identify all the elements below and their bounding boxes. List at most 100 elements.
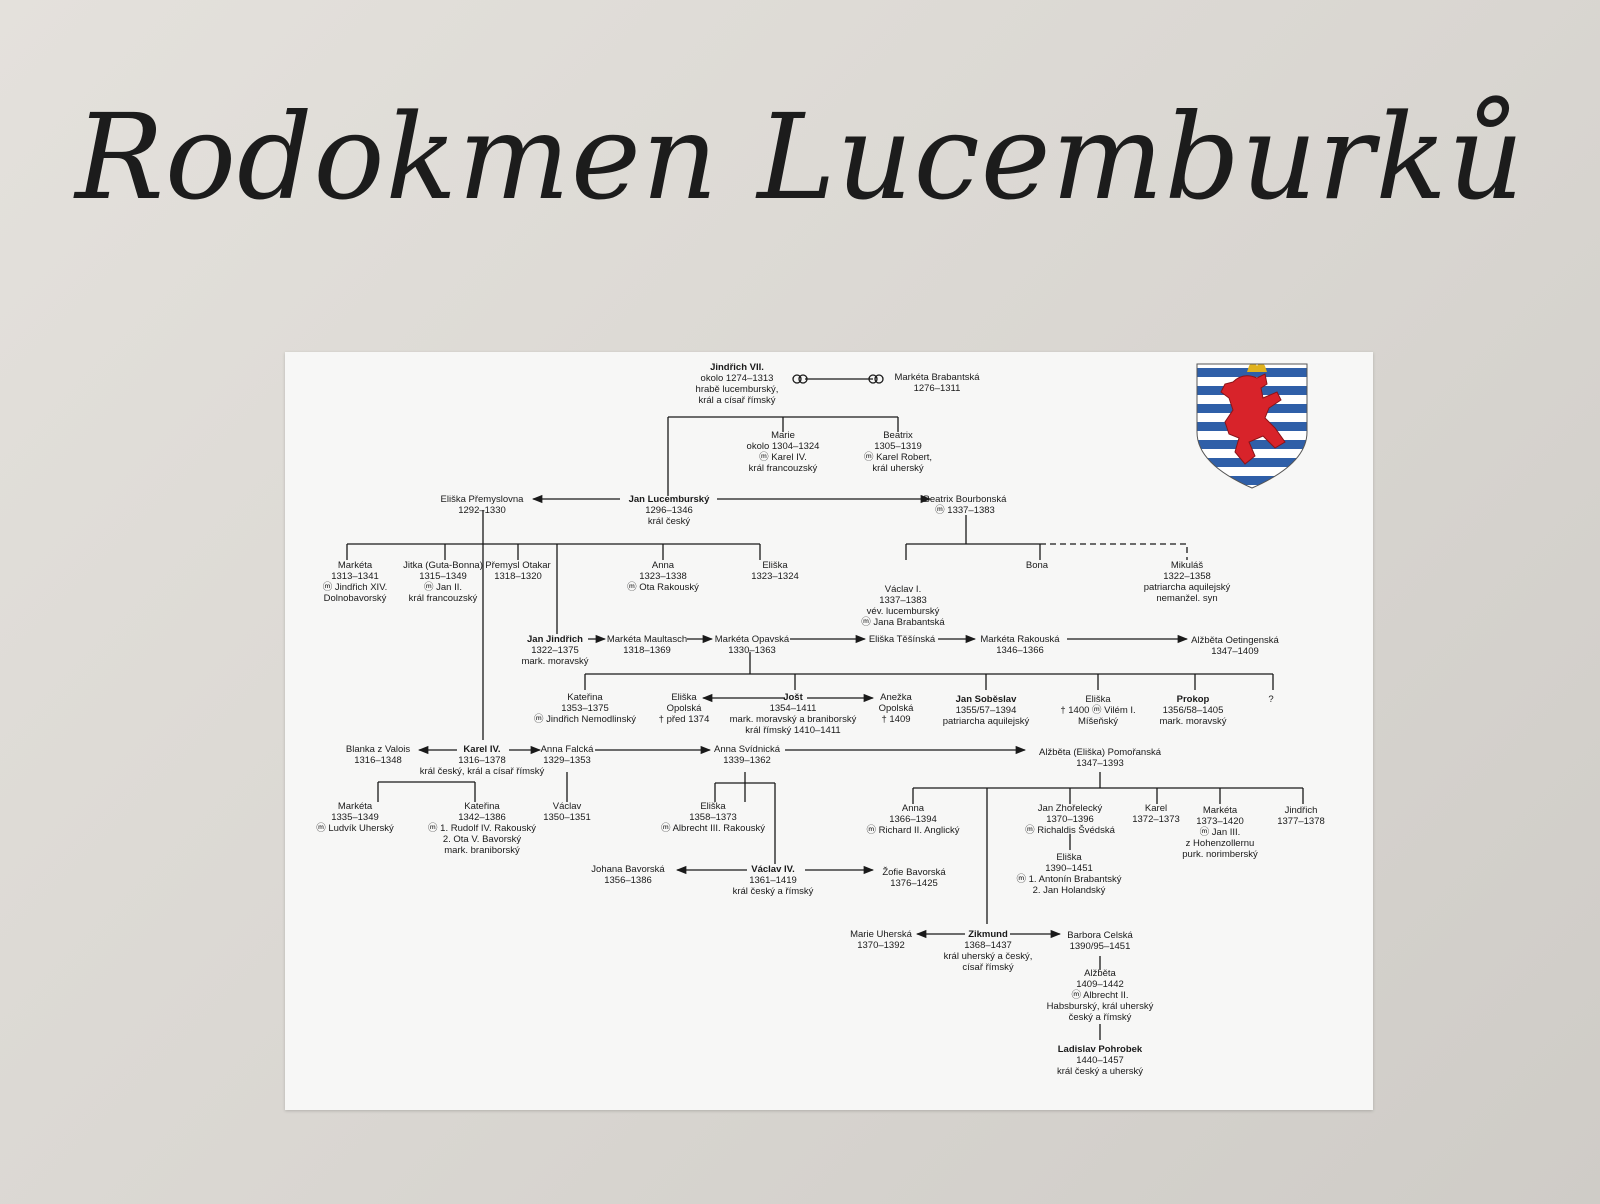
person-detail: Míšeňský xyxy=(1078,716,1118,727)
person-detail: 1356/58–1405 xyxy=(1163,705,1224,716)
person-detail: 1292–1330 xyxy=(458,505,506,516)
person-detail: 1440–1457 xyxy=(1076,1055,1124,1066)
coat-of-arms-icon xyxy=(1196,363,1308,489)
person-detail: ⓜ Jindřich Nemodlinský xyxy=(534,714,636,725)
person-name: Eliška Přemyslovna xyxy=(441,494,525,505)
person-name: Jan Jindřich xyxy=(527,634,583,645)
person-name: Anna xyxy=(652,560,675,571)
person-detail: 1350–1351 xyxy=(543,812,591,823)
person-name: Anežka xyxy=(880,692,912,703)
person-name: Markéta xyxy=(338,801,373,812)
person-name: Alžběta Oetingenská xyxy=(1191,635,1279,646)
person-detail: ⓜ Jan III. xyxy=(1200,827,1241,838)
person-name: Jan Lucemburský xyxy=(629,494,710,505)
person-name: Alžběta (Eliška) Pomořanská xyxy=(1039,747,1162,758)
person-detail: 1316–1348 xyxy=(354,755,402,766)
person-detail: král český xyxy=(648,516,690,527)
person-detail: 1316–1378 xyxy=(458,755,506,766)
person-detail: 1347–1409 xyxy=(1211,646,1259,657)
person-detail: 1390/95–1451 xyxy=(1070,941,1131,952)
person-name: Jindřich xyxy=(1285,805,1318,816)
person-detail: 2. Jan Holandský xyxy=(1033,885,1106,896)
person-detail: ⓜ Jana Brabantská xyxy=(861,617,945,628)
person-detail: král uherský xyxy=(872,463,923,474)
person-detail: 1366–1394 xyxy=(889,814,937,825)
person-detail: ⓜ Richaldis Švédská xyxy=(1025,825,1115,836)
person-detail: 1347–1393 xyxy=(1076,758,1124,769)
person-detail: 1322–1375 xyxy=(531,645,579,656)
person-name: Eliška Těšínská xyxy=(869,634,936,645)
person-name: Alžběta xyxy=(1084,968,1116,979)
person-detail: král český a římský xyxy=(733,886,814,897)
person-detail: vév. lucemburský xyxy=(867,606,940,617)
person-detail: 1353–1375 xyxy=(561,703,609,714)
person-detail: patriarcha aquilejský xyxy=(1144,582,1231,593)
person-detail: 1313–1341 xyxy=(331,571,379,582)
person-detail: ⓜ Ota Rakouský xyxy=(627,582,699,593)
person-detail: 1358–1373 xyxy=(689,812,737,823)
person-detail: Dolnobavorský xyxy=(324,593,387,604)
person-name: Karel xyxy=(1145,803,1167,814)
person-name: Václav IV. xyxy=(751,864,795,875)
person-detail: ⓜ Jindřich XIV. xyxy=(323,582,388,593)
person-detail: 1390–1451 xyxy=(1045,863,1093,874)
person-name: Přemysl Otakar xyxy=(485,560,550,571)
person-detail: 1373–1420 xyxy=(1196,816,1244,827)
person-detail: z Hohenzollernu xyxy=(1186,838,1255,849)
person-detail: 1318–1369 xyxy=(623,645,671,656)
person-detail: † 1409 xyxy=(881,714,910,725)
person-detail: 1361–1419 xyxy=(749,875,797,886)
person-name: Beatrix xyxy=(883,430,913,441)
person-detail: ⓜ Richard II. Anglický xyxy=(867,825,960,836)
person-detail: 1339–1362 xyxy=(723,755,771,766)
person-name: Jindřich VII. xyxy=(710,362,764,373)
person-name: Jošt xyxy=(783,692,803,703)
person-detail: ⓜ Jan II. xyxy=(424,582,462,593)
person-detail: král francouzský xyxy=(749,463,818,474)
person-detail: † před 1374 xyxy=(659,714,710,725)
person-detail: Habsburský, král uherský xyxy=(1047,1001,1154,1012)
person-detail: 1370–1396 xyxy=(1046,814,1094,825)
person-name: Markéta Brabantská xyxy=(894,372,980,383)
person-name: Eliška xyxy=(762,560,788,571)
person-name: Markéta Opavská xyxy=(715,634,790,645)
person-detail: ⓜ Albrecht II. xyxy=(1071,990,1128,1001)
person-detail: 1370–1392 xyxy=(857,940,905,951)
person-detail: 1354–1411 xyxy=(770,703,817,714)
person-detail: 1337–1383 xyxy=(879,595,927,606)
tree-connectors xyxy=(346,374,1304,1040)
person-detail: 1356–1386 xyxy=(604,875,652,886)
person-detail: ⓜ Ludvík Uherský xyxy=(316,823,394,834)
person-detail: ⓜ 1. Rudolf IV. Rakouský xyxy=(428,823,536,834)
person-detail: 1372–1373 xyxy=(1132,814,1180,825)
person-name: Markéta xyxy=(338,560,373,571)
person-name: Ladislav Pohrobek xyxy=(1058,1044,1143,1055)
